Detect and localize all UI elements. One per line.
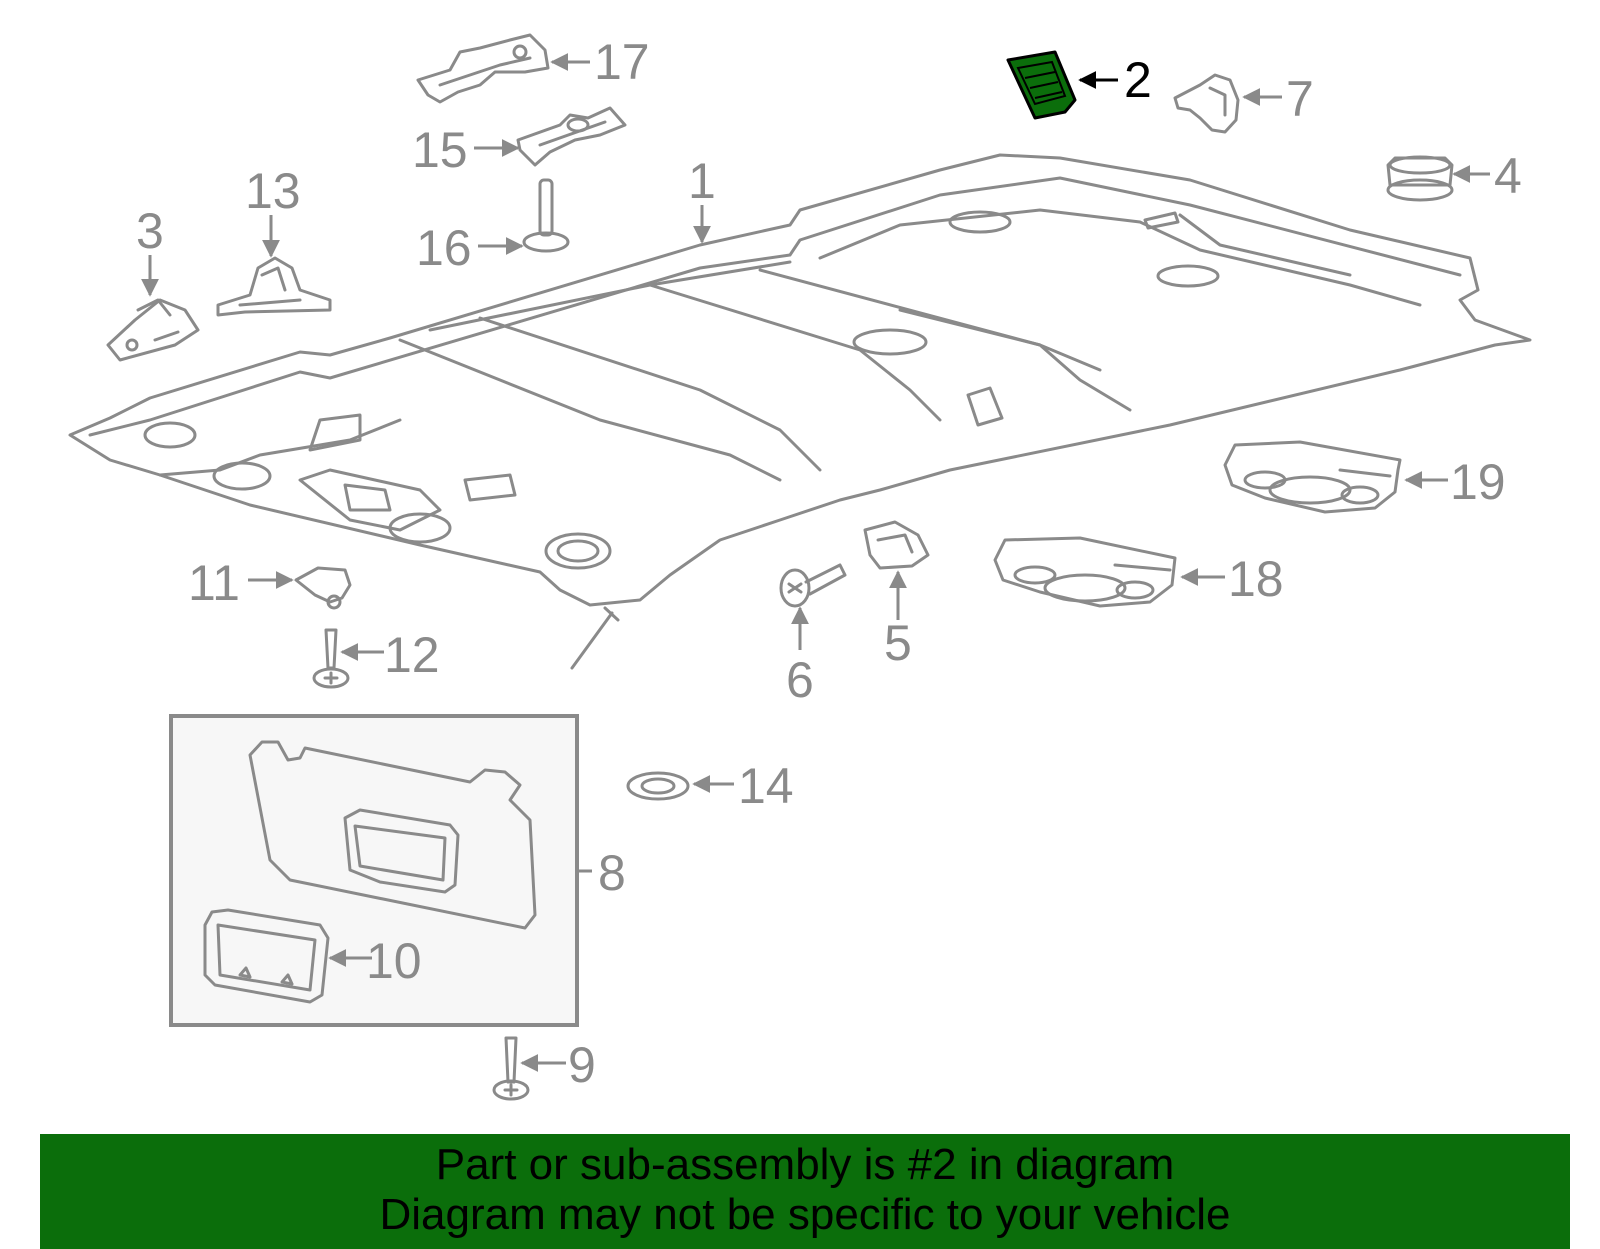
callout-17: 17	[594, 34, 650, 90]
callout-12: 12	[384, 627, 440, 683]
banner-line-2: Diagram may not be specific to your vehi…	[379, 1190, 1231, 1239]
grommet-part-4	[1386, 155, 1454, 202]
callout-18: 18	[1228, 551, 1284, 607]
grommet-part-14	[626, 771, 690, 801]
headliner-part-1	[68, 153, 1532, 670]
screw-part-6	[779, 563, 847, 608]
callout-13: 13	[245, 163, 301, 219]
screw-part-12	[312, 628, 350, 689]
pin-part-16	[522, 178, 570, 253]
callout-4: 4	[1494, 148, 1522, 204]
console-part-19	[1223, 440, 1402, 514]
console-part-18	[993, 536, 1177, 608]
hook-part-7	[1173, 73, 1240, 134]
clip-part-3	[106, 298, 200, 362]
callout-7: 7	[1286, 71, 1314, 127]
callout-16: 16	[416, 220, 472, 276]
callout-19: 19	[1450, 454, 1506, 510]
bracket-part-15	[516, 106, 627, 167]
callout-10: 10	[366, 933, 422, 989]
callout-11: 11	[188, 555, 240, 611]
cap-part-11	[294, 566, 352, 610]
callout-1: 1	[688, 153, 716, 209]
sun-visor-assembly-box	[169, 714, 579, 1027]
screw-part-9	[492, 1036, 530, 1101]
callout-6: 6	[786, 652, 814, 708]
highlighted-part-2	[1006, 50, 1077, 120]
callout-15: 15	[412, 122, 468, 178]
info-banner: Part or sub-assembly is #2 in diagram Di…	[40, 1134, 1570, 1249]
clip-part-5	[863, 520, 930, 570]
bracket-part-13	[216, 256, 332, 317]
callout-9: 9	[568, 1037, 596, 1093]
banner-line-1: Part or sub-assembly is #2 in diagram	[435, 1140, 1175, 1189]
callout-5: 5	[884, 615, 912, 671]
callout-14: 14	[738, 758, 794, 814]
callout-3: 3	[136, 203, 164, 259]
callout-2: 2	[1124, 52, 1152, 108]
retainer-part-17	[416, 33, 550, 104]
callout-8: 8	[598, 845, 626, 901]
